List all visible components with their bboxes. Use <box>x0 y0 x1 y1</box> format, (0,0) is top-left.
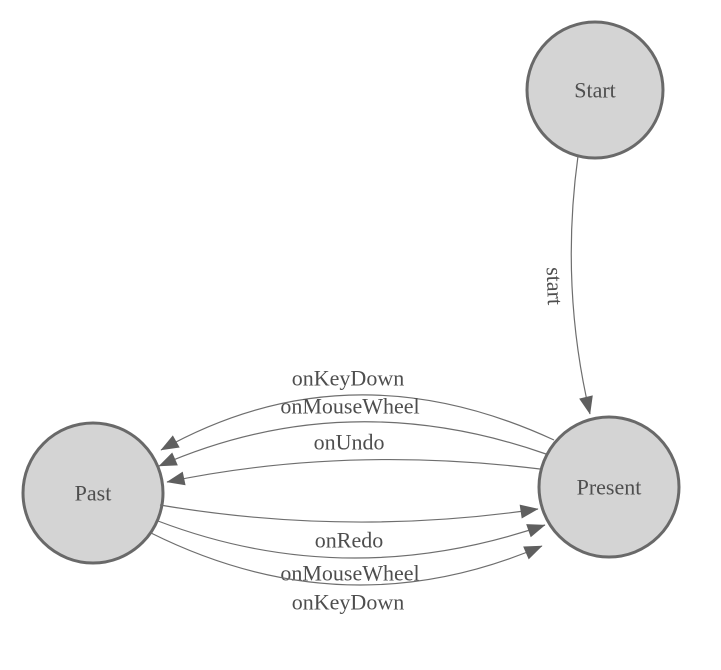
transition-present-to-past-undo: onUndo <box>166 430 541 486</box>
state-label-present: Present <box>577 475 642 500</box>
state-node-past[interactable]: Past <box>21 421 165 565</box>
transition-past-to-present-keydown: onKeyDown <box>150 532 543 615</box>
transition-label-past-to-present-redo: onRedo <box>315 528 383 553</box>
state-label-start: Start <box>574 78 616 103</box>
transition-path-past-to-present-keydown[interactable] <box>150 532 543 586</box>
transition-start-to-present: start <box>542 155 593 415</box>
transition-label-present-to-past-keydown: onKeyDown <box>292 366 404 391</box>
transition-label-present-to-past-mousewheel: onMouseWheel <box>280 394 419 419</box>
state-circle-present[interactable] <box>537 415 681 559</box>
state-node-start[interactable]: Start <box>525 20 665 160</box>
transition-label-present-to-past-undo: onUndo <box>314 430 385 455</box>
transition-present-to-past-mousewheel: onMouseWheel <box>158 394 547 467</box>
transition-present-to-past-keydown: onKeyDown <box>160 366 555 451</box>
state-label-past: Past <box>75 481 112 506</box>
transition-path-present-to-past-keydown[interactable] <box>160 394 555 451</box>
transition-past-to-present-redo: onRedo <box>159 504 539 553</box>
transition-path-present-to-past-undo[interactable] <box>166 458 541 486</box>
state-circle-past[interactable] <box>21 421 165 565</box>
transition-path-past-to-present-redo[interactable] <box>159 504 539 523</box>
transition-path-present-to-past-mousewheel[interactable] <box>158 421 547 467</box>
state-circle-start[interactable] <box>525 20 665 160</box>
transition-label-past-to-present-mousewheel: onMouseWheel <box>280 561 419 586</box>
transition-path-start-to-present[interactable] <box>570 155 593 415</box>
transition-path-past-to-present-mousewheel[interactable] <box>157 520 546 559</box>
transition-label-start-to-present: start <box>542 267 568 306</box>
state-node-present[interactable]: Present <box>537 415 681 559</box>
transition-label-past-to-present-keydown: onKeyDown <box>292 590 404 615</box>
